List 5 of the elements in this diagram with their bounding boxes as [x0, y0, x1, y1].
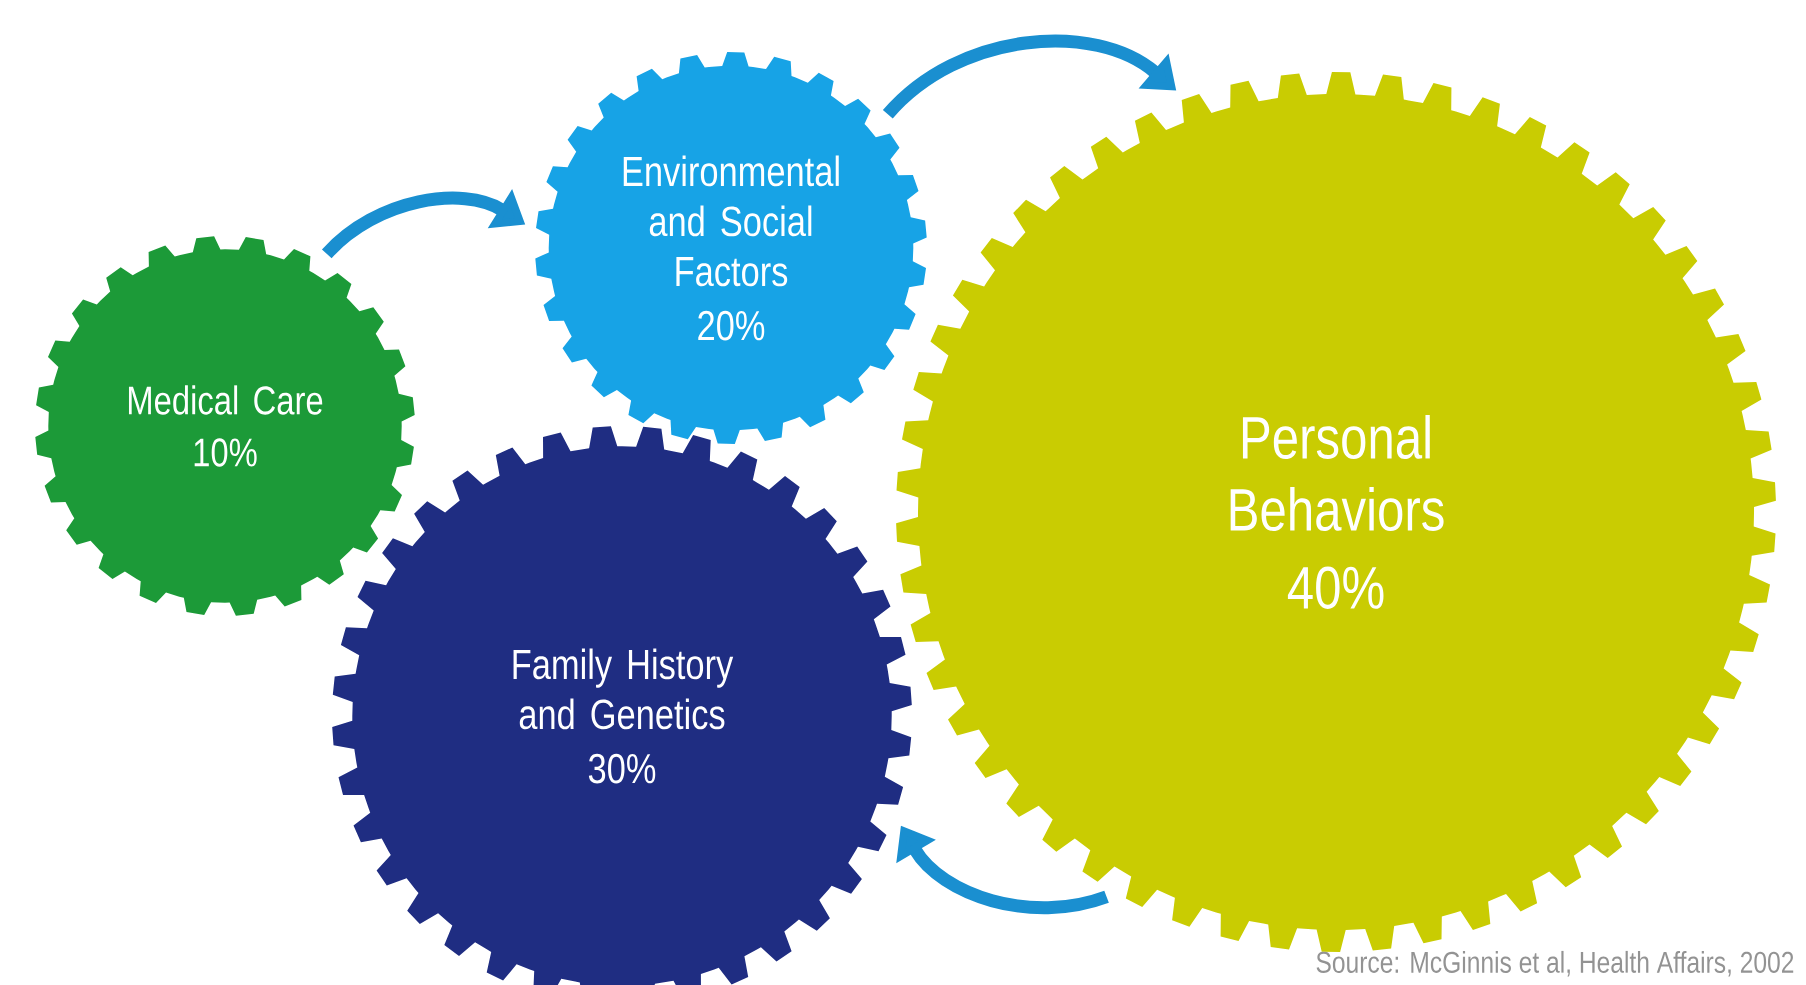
gear: Family History and Genetics 30%: [332, 426, 912, 985]
gear: Environmental and Social Factors 20%: [535, 52, 927, 444]
gear: Medical Care 10%: [35, 236, 415, 616]
gear: Personal Behaviors 40%: [896, 72, 1776, 952]
source-note: Source: McGinnis et al, Health Affairs, 2002: [1316, 950, 1794, 977]
